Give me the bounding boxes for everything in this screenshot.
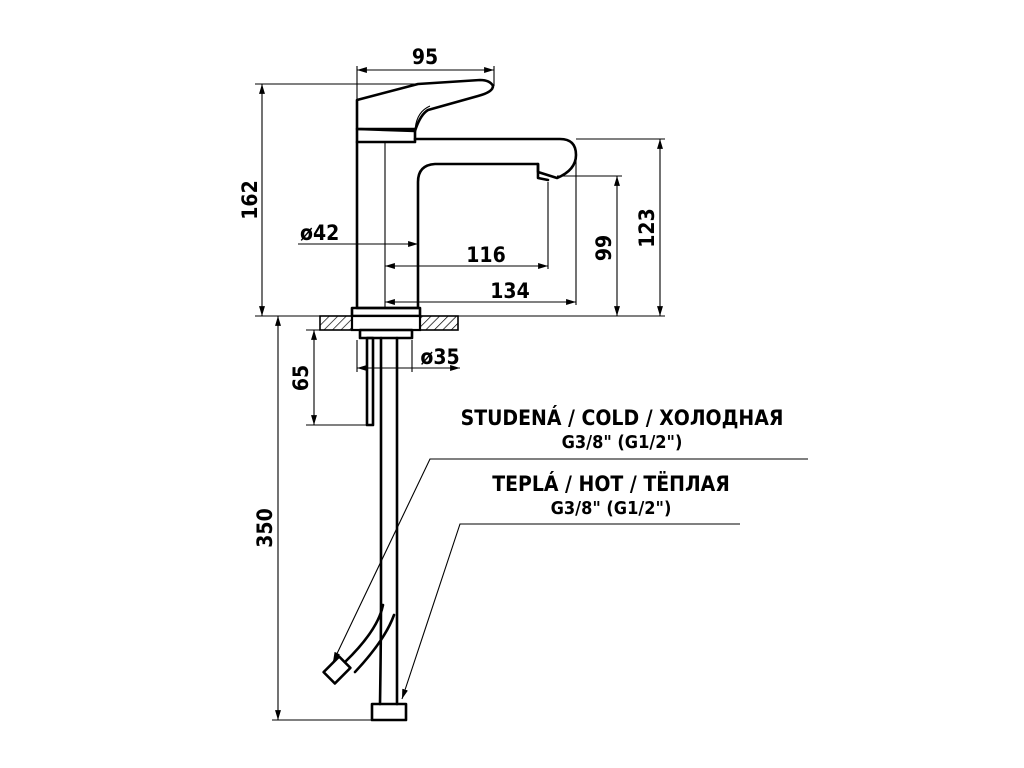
dim-spout-reach-outer: 134 xyxy=(490,279,529,303)
dim-total-height: 162 xyxy=(238,180,262,219)
dim-hose-length: 350 xyxy=(253,508,277,547)
countertop xyxy=(319,314,459,340)
cold-connection-label: STUDENÁ / COLD / ХОЛОДНАЯ xyxy=(461,405,784,430)
aerator xyxy=(536,162,550,182)
handle-lever xyxy=(355,78,495,133)
cold-connection-thread: G3/8" (G1/2") xyxy=(562,432,683,453)
hot-connection-thread: G3/8" (G1/2") xyxy=(551,498,672,519)
base-flange xyxy=(350,306,422,318)
dim-spout-height: 123 xyxy=(635,208,659,247)
dim-shank-length: 65 xyxy=(289,365,313,391)
hot-connection-label: TEPLÁ / HOT / ТЁПЛАЯ xyxy=(492,471,730,496)
cold-hose xyxy=(343,603,396,674)
hot-hose xyxy=(378,336,399,706)
dim-handle-width: 95 xyxy=(412,45,438,69)
connection-labels: STUDENÁ / COLD / ХОЛОДНАЯ G3/8" (G1/2") … xyxy=(461,405,784,519)
dim-spout-reach-inner: 116 xyxy=(466,243,505,267)
faucet-body xyxy=(350,78,578,318)
dim-body-diameter: ø42 xyxy=(300,221,339,245)
dimension-labels: 95 162 123 99 ø42 116 134 ø35 65 350 xyxy=(238,45,659,548)
handle-cap xyxy=(355,127,417,144)
dim-outlet-height: 99 xyxy=(592,235,616,261)
dimension-lines xyxy=(255,66,808,721)
spout-body xyxy=(355,137,578,310)
hoses xyxy=(322,336,408,722)
dim-shank-diameter: ø35 xyxy=(420,345,459,369)
threaded-shank xyxy=(365,336,375,427)
